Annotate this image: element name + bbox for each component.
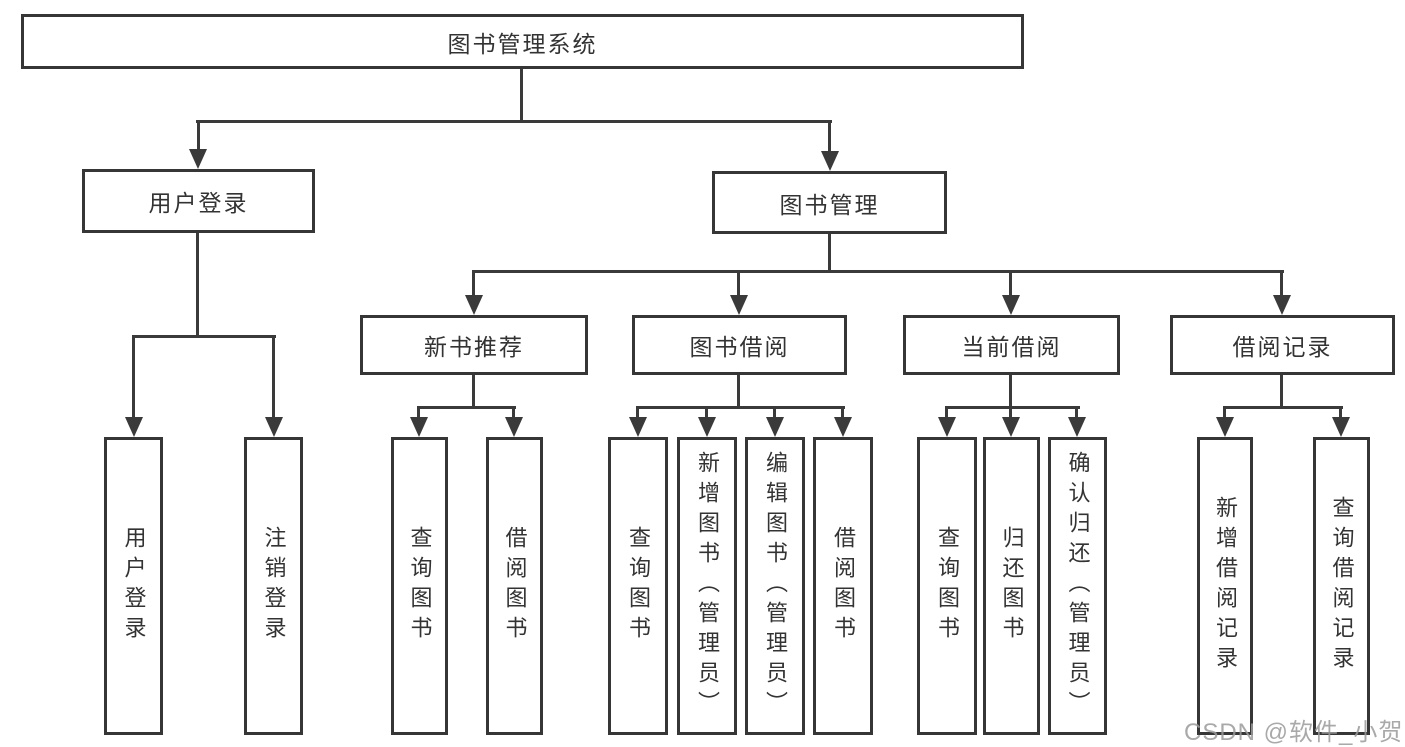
connector-leaf-stem: [132, 335, 135, 417]
leaf-label: 新增图书（管理员）: [695, 451, 720, 721]
node-current-borrow: 当前借阅: [903, 315, 1120, 375]
connector-group-rail: [1223, 406, 1343, 409]
leaf-label: 用户登录: [121, 526, 147, 646]
connector-group-stem: [1280, 270, 1283, 297]
leaf-label: 确认归还（管理员）: [1065, 451, 1091, 721]
leaf-borrow-books-recommend: 借阅图书: [486, 437, 543, 735]
connector-leaf-stem: [417, 406, 420, 419]
arrowhead-leaf: [1216, 417, 1234, 437]
leaf-label: 编辑图书（管理员）: [763, 451, 788, 721]
connector-book-mgmt-stem: [828, 120, 831, 153]
connector-group-rail: [945, 406, 1080, 409]
arrowhead-leaf: [125, 417, 143, 437]
arrowhead-group: [1273, 295, 1291, 315]
connector-user-login-stem: [197, 120, 200, 151]
connector-group-stem: [1009, 270, 1012, 297]
connector-leaf-stem: [1009, 406, 1012, 419]
connector-group-down: [1009, 375, 1012, 408]
arrowhead-leaf: [1002, 417, 1020, 437]
connector-leaf-stem: [705, 406, 708, 419]
leaf-logout: 注销登录: [244, 437, 303, 735]
connector-group-down: [1280, 375, 1283, 408]
node-user-login: 用户登录: [82, 169, 315, 233]
connector-group-down: [737, 375, 740, 408]
leaf-add-books-admin: 新增图书（管理员）: [677, 437, 737, 735]
leaf-query-books-recommend: 查询图书: [391, 437, 448, 735]
leaf-query-borrow-record: 查询借阅记录: [1313, 437, 1370, 735]
connector-group-rail: [417, 406, 516, 409]
arrowhead-leaf: [766, 417, 784, 437]
node-borrow-records: 借阅记录: [1170, 315, 1395, 375]
connector-user-login-rail: [132, 335, 276, 338]
arrowhead-leaf: [505, 417, 523, 437]
leaf-edit-books-admin: 编辑图书（管理员）: [745, 437, 805, 735]
connector-group-rail: [636, 406, 845, 409]
leaf-label: 查询借阅记录: [1329, 496, 1355, 676]
arrowhead-group: [465, 295, 483, 315]
connector-level3-rail: [472, 270, 1284, 273]
connector-group-stem: [472, 270, 475, 297]
connector-leaf-stem: [636, 406, 639, 419]
node-book-borrow: 图书借阅: [632, 315, 847, 375]
leaf-label: 借阅图书: [502, 526, 528, 646]
leaf-label: 查询图书: [935, 526, 960, 646]
arrowhead-leaf: [629, 417, 647, 437]
connector-group-down: [472, 375, 475, 408]
arrowhead-leaf: [938, 417, 956, 437]
leaf-label: 新增借阅记录: [1213, 496, 1238, 676]
connector-leaf-stem: [1339, 406, 1342, 419]
arrowhead-leaf: [1332, 417, 1350, 437]
leaf-user-login: 用户登录: [104, 437, 163, 735]
arrowhead-leaf: [834, 417, 852, 437]
leaf-label: 注销登录: [261, 526, 287, 646]
leaf-return-books: 归还图书: [983, 437, 1040, 735]
connector-leaf-stem: [1223, 406, 1226, 419]
leaf-label: 归还图书: [999, 526, 1025, 646]
node-book-management: 图书管理: [712, 171, 947, 234]
leaf-query-books-current: 查询图书: [917, 437, 977, 735]
connector-leaf-stem: [1075, 406, 1078, 419]
arrowhead-leaf: [410, 417, 428, 437]
connector-user-login-down: [196, 233, 199, 337]
leaf-label: 借阅图书: [831, 526, 856, 646]
leaf-query-books-borrow: 查询图书: [608, 437, 668, 735]
leaf-label: 查询图书: [626, 526, 651, 646]
arrowhead-book-mgmt: [821, 151, 839, 171]
connector-root-stem: [520, 69, 523, 122]
connector-level2-rail: [196, 120, 832, 123]
leaf-borrow-books: 借阅图书: [813, 437, 873, 735]
connector-leaf-stem: [841, 406, 844, 419]
connector-leaf-stem: [512, 406, 515, 419]
csdn-watermark: CSDN @软件_小贺同学: [1184, 719, 1405, 746]
connector-book-mgmt-down: [828, 234, 831, 272]
node-library-management-system: 图书管理系统: [21, 14, 1024, 69]
arrowhead-group: [730, 295, 748, 315]
connector-group-stem: [737, 270, 740, 297]
connector-leaf-stem: [945, 406, 948, 419]
leaf-label: 查询图书: [407, 526, 433, 646]
arrowhead-user-login: [189, 149, 207, 169]
connector-leaf-stem: [773, 406, 776, 419]
arrowhead-group: [1002, 295, 1020, 315]
arrowhead-leaf: [265, 417, 283, 437]
connector-leaf-stem: [272, 335, 275, 417]
arrowhead-leaf: [698, 417, 716, 437]
arrowhead-leaf: [1068, 417, 1086, 437]
node-new-book-recommend: 新书推荐: [360, 315, 588, 375]
leaf-add-borrow-record: 新增借阅记录: [1197, 437, 1253, 735]
leaf-confirm-return-admin: 确认归还（管理员）: [1048, 437, 1107, 735]
